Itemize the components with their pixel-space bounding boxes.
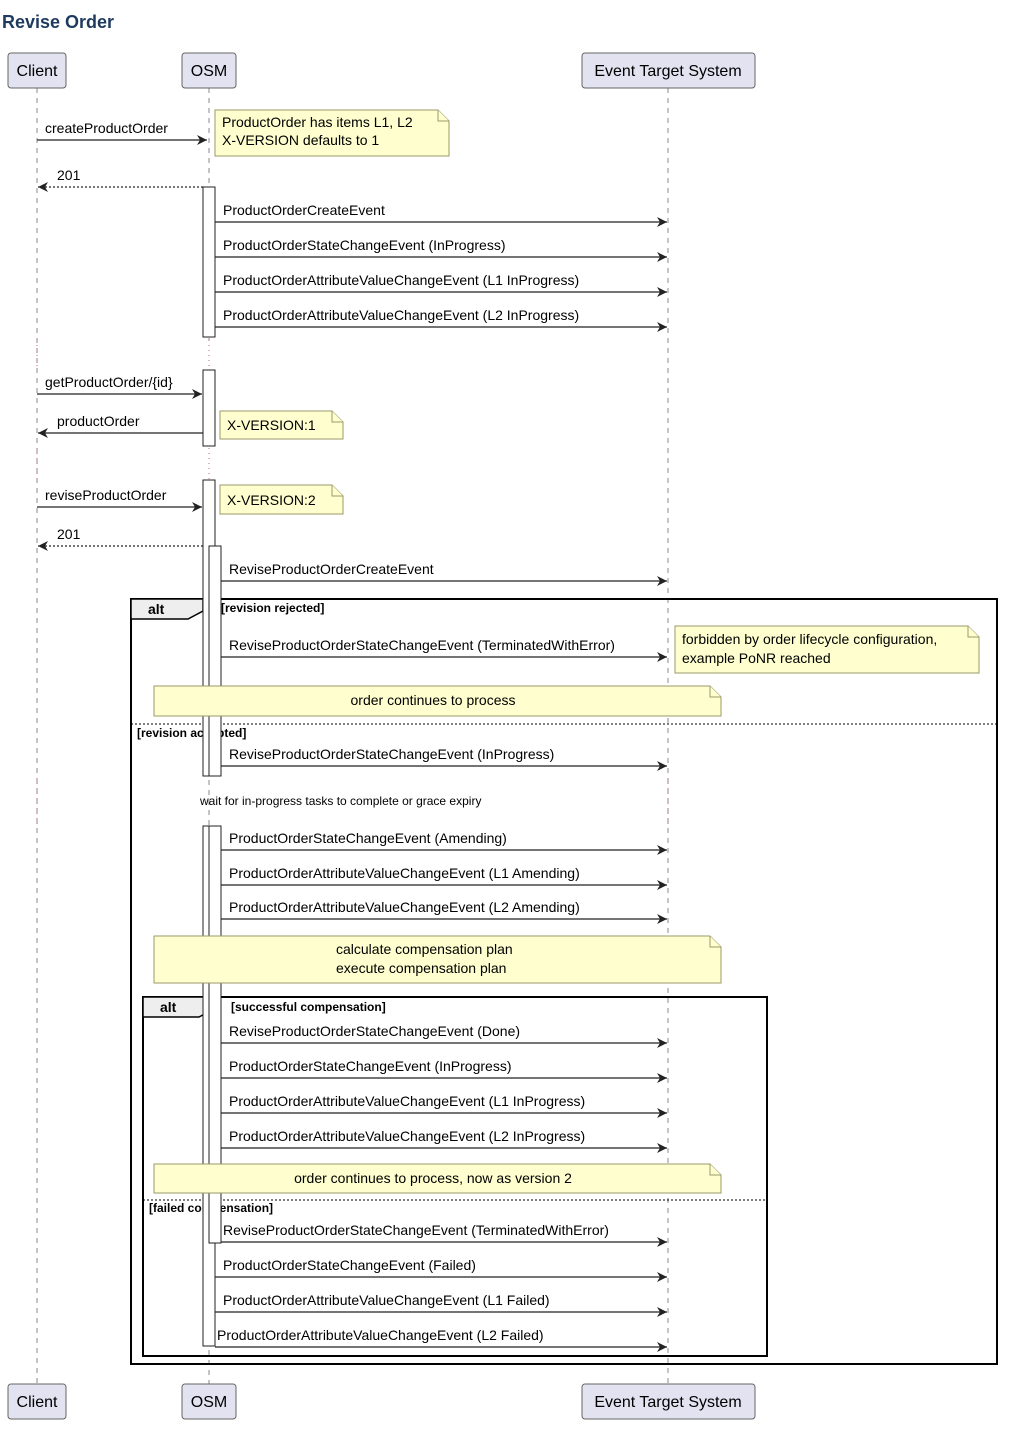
note: order continues to process, now as versi… bbox=[153, 1163, 722, 1194]
message-label: productOrder bbox=[57, 413, 140, 429]
alt-guard: [revision rejected] bbox=[221, 601, 324, 615]
message-label: ReviseProductOrderStateChangeEvent (Term… bbox=[223, 1222, 609, 1238]
message-label: ProductOrderAttributeValueChangeEvent (L… bbox=[223, 1292, 550, 1308]
note-text: order continues to process bbox=[351, 692, 516, 708]
participant-client-bottom: Client bbox=[7, 1383, 67, 1420]
note: calculate compensation plan execute comp… bbox=[153, 935, 722, 984]
message: ProductOrderAttributeValueChangeEvent (L… bbox=[221, 865, 667, 890]
participant-ets-top: Event Target System bbox=[581, 52, 756, 89]
alt-label: alt bbox=[160, 999, 177, 1015]
note-text: order continues to process, now as versi… bbox=[294, 1170, 572, 1186]
note-text: calculate compensation plan bbox=[336, 941, 513, 957]
message-return: productOrder bbox=[38, 413, 203, 438]
message: ProductOrderAttributeValueChangeEvent (L… bbox=[215, 1327, 667, 1352]
message: ProductOrderAttributeValueChangeEvent (L… bbox=[221, 1093, 667, 1118]
message-return: 201 bbox=[38, 526, 203, 551]
participant-label: Client bbox=[17, 1394, 58, 1411]
alt-label: alt bbox=[148, 601, 165, 617]
message: getProductOrder/{id} bbox=[37, 374, 202, 399]
message-label: createProductOrder bbox=[45, 120, 168, 136]
message: ProductOrderStateChangeEvent (Failed) bbox=[215, 1257, 667, 1282]
participant-client-top: Client bbox=[7, 52, 67, 89]
activation-bar bbox=[208, 545, 222, 777]
message: ReviseProductOrderStateChangeEvent (Term… bbox=[221, 1222, 667, 1247]
participant-ets-bottom: Event Target System bbox=[581, 1383, 756, 1420]
message: ReviseProductOrderStateChangeEvent (Term… bbox=[221, 637, 667, 662]
message: ProductOrderAttributeValueChangeEvent (L… bbox=[215, 272, 667, 297]
participant-osm-bottom: OSM bbox=[181, 1383, 237, 1420]
message: ProductOrderCreateEvent bbox=[215, 202, 667, 227]
message-return: 201 bbox=[38, 167, 203, 192]
note-text: ProductOrder has items L1, L2 bbox=[222, 114, 413, 130]
alt-guard: [revision accepted] bbox=[137, 726, 246, 740]
message-label: getProductOrder/{id} bbox=[45, 374, 173, 390]
note: ProductOrder has items L1, L2 X-VERSION … bbox=[214, 109, 450, 157]
message-label: ReviseProductOrderStateChangeEvent (Term… bbox=[229, 637, 615, 653]
participant-label: OSM bbox=[191, 1394, 227, 1411]
diagram-title: Revise Order bbox=[2, 12, 114, 32]
participant-label: Event Target System bbox=[594, 1394, 741, 1411]
message-label: ProductOrderAttributeValueChangeEvent (L… bbox=[229, 865, 580, 881]
note-text: execute compensation plan bbox=[336, 960, 506, 976]
note: order continues to process bbox=[153, 685, 722, 717]
participant-label: Event Target System bbox=[594, 63, 741, 80]
activation-bar bbox=[202, 186, 216, 338]
message: ProductOrderAttributeValueChangeEvent (L… bbox=[221, 1128, 667, 1153]
note-text: example PoNR reached bbox=[682, 650, 831, 666]
message-label: 201 bbox=[57, 167, 81, 183]
message: ProductOrderAttributeValueChangeEvent (L… bbox=[215, 307, 667, 332]
message-label: ReviseProductOrderStateChangeEvent (InPr… bbox=[229, 746, 554, 762]
message-label: ProductOrderStateChangeEvent (InProgress… bbox=[223, 237, 505, 253]
note: forbidden by order lifecycle configurati… bbox=[674, 625, 980, 674]
message: ProductOrderStateChangeEvent (Amending) bbox=[221, 830, 667, 855]
message-label: ProductOrderAttributeValueChangeEvent (L… bbox=[229, 899, 580, 915]
note-text: forbidden by order lifecycle configurati… bbox=[682, 631, 937, 647]
message-label: ProductOrderStateChangeEvent (InProgress… bbox=[229, 1058, 511, 1074]
notes: ProductOrder has items L1, L2 X-VERSION … bbox=[153, 109, 980, 1194]
participant-osm-top: OSM bbox=[181, 52, 237, 89]
note-text: X-VERSION:2 bbox=[227, 492, 316, 508]
participant-label: Client bbox=[17, 63, 58, 80]
message: ReviseProductOrderStateChangeEvent (Done… bbox=[221, 1023, 667, 1048]
message-label: ProductOrderCreateEvent bbox=[223, 202, 385, 218]
message-label: ProductOrderAttributeValueChangeEvent (L… bbox=[223, 272, 579, 288]
message: ReviseProductOrderCreateEvent bbox=[221, 561, 667, 586]
message-label: ProductOrderAttributeValueChangeEvent (L… bbox=[229, 1128, 585, 1144]
message: reviseProductOrder bbox=[37, 487, 202, 512]
message-label: ProductOrderStateChangeEvent (Amending) bbox=[229, 830, 507, 846]
message: ProductOrderAttributeValueChangeEvent (L… bbox=[221, 899, 667, 924]
message-label: reviseProductOrder bbox=[45, 487, 167, 503]
note: X-VERSION:1 bbox=[219, 410, 344, 440]
message-label: ProductOrderAttributeValueChangeEvent (L… bbox=[229, 1093, 585, 1109]
alt-guard: [successful compensation] bbox=[231, 1000, 386, 1014]
message-label: 201 bbox=[57, 526, 81, 542]
activation-bar bbox=[208, 825, 222, 1244]
note-text: X-VERSION:1 bbox=[227, 417, 316, 433]
message-label: ReviseProductOrderStateChangeEvent (Done… bbox=[229, 1023, 520, 1039]
message-label: ProductOrderAttributeValueChangeEvent (L… bbox=[217, 1327, 544, 1343]
participant-label: OSM bbox=[191, 63, 227, 80]
messages: createProductOrder 201 ProductOrderCreat… bbox=[37, 120, 667, 1352]
message: createProductOrder bbox=[37, 120, 207, 145]
delay-text: wait for in-progress tasks to complete o… bbox=[199, 794, 481, 808]
message: ProductOrderStateChangeEvent (InProgress… bbox=[215, 237, 667, 262]
note: X-VERSION:2 bbox=[219, 484, 344, 515]
message-label: ProductOrderAttributeValueChangeEvent (L… bbox=[223, 307, 579, 323]
activation-bar bbox=[202, 369, 216, 447]
message-label: ReviseProductOrderCreateEvent bbox=[229, 561, 434, 577]
message: ProductOrderAttributeValueChangeEvent (L… bbox=[215, 1292, 667, 1317]
message-label: ProductOrderStateChangeEvent (Failed) bbox=[223, 1257, 476, 1273]
message: ProductOrderStateChangeEvent (InProgress… bbox=[221, 1058, 667, 1083]
note-text: X-VERSION defaults to 1 bbox=[222, 132, 379, 148]
message: ReviseProductOrderStateChangeEvent (InPr… bbox=[221, 746, 667, 771]
